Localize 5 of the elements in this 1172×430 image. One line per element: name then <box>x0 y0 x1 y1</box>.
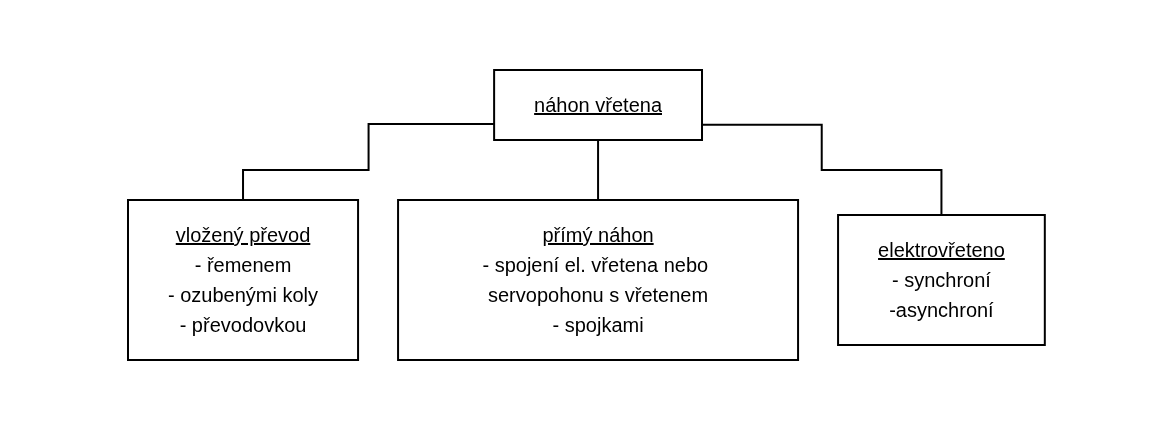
node-box: vložený převod - řemenem - ozubenými koly - převodovkou <box>126 199 359 361</box>
node-box: náhon vřetena <box>492 69 703 141</box>
node-box: přímý náhon - spojení el. vřetena nebo servopohonu s vřetenem - spojkami <box>396 199 799 361</box>
node-box: elektrovřeteno - synchroní -asynchroní <box>836 214 1046 346</box>
connector <box>596 139 599 201</box>
